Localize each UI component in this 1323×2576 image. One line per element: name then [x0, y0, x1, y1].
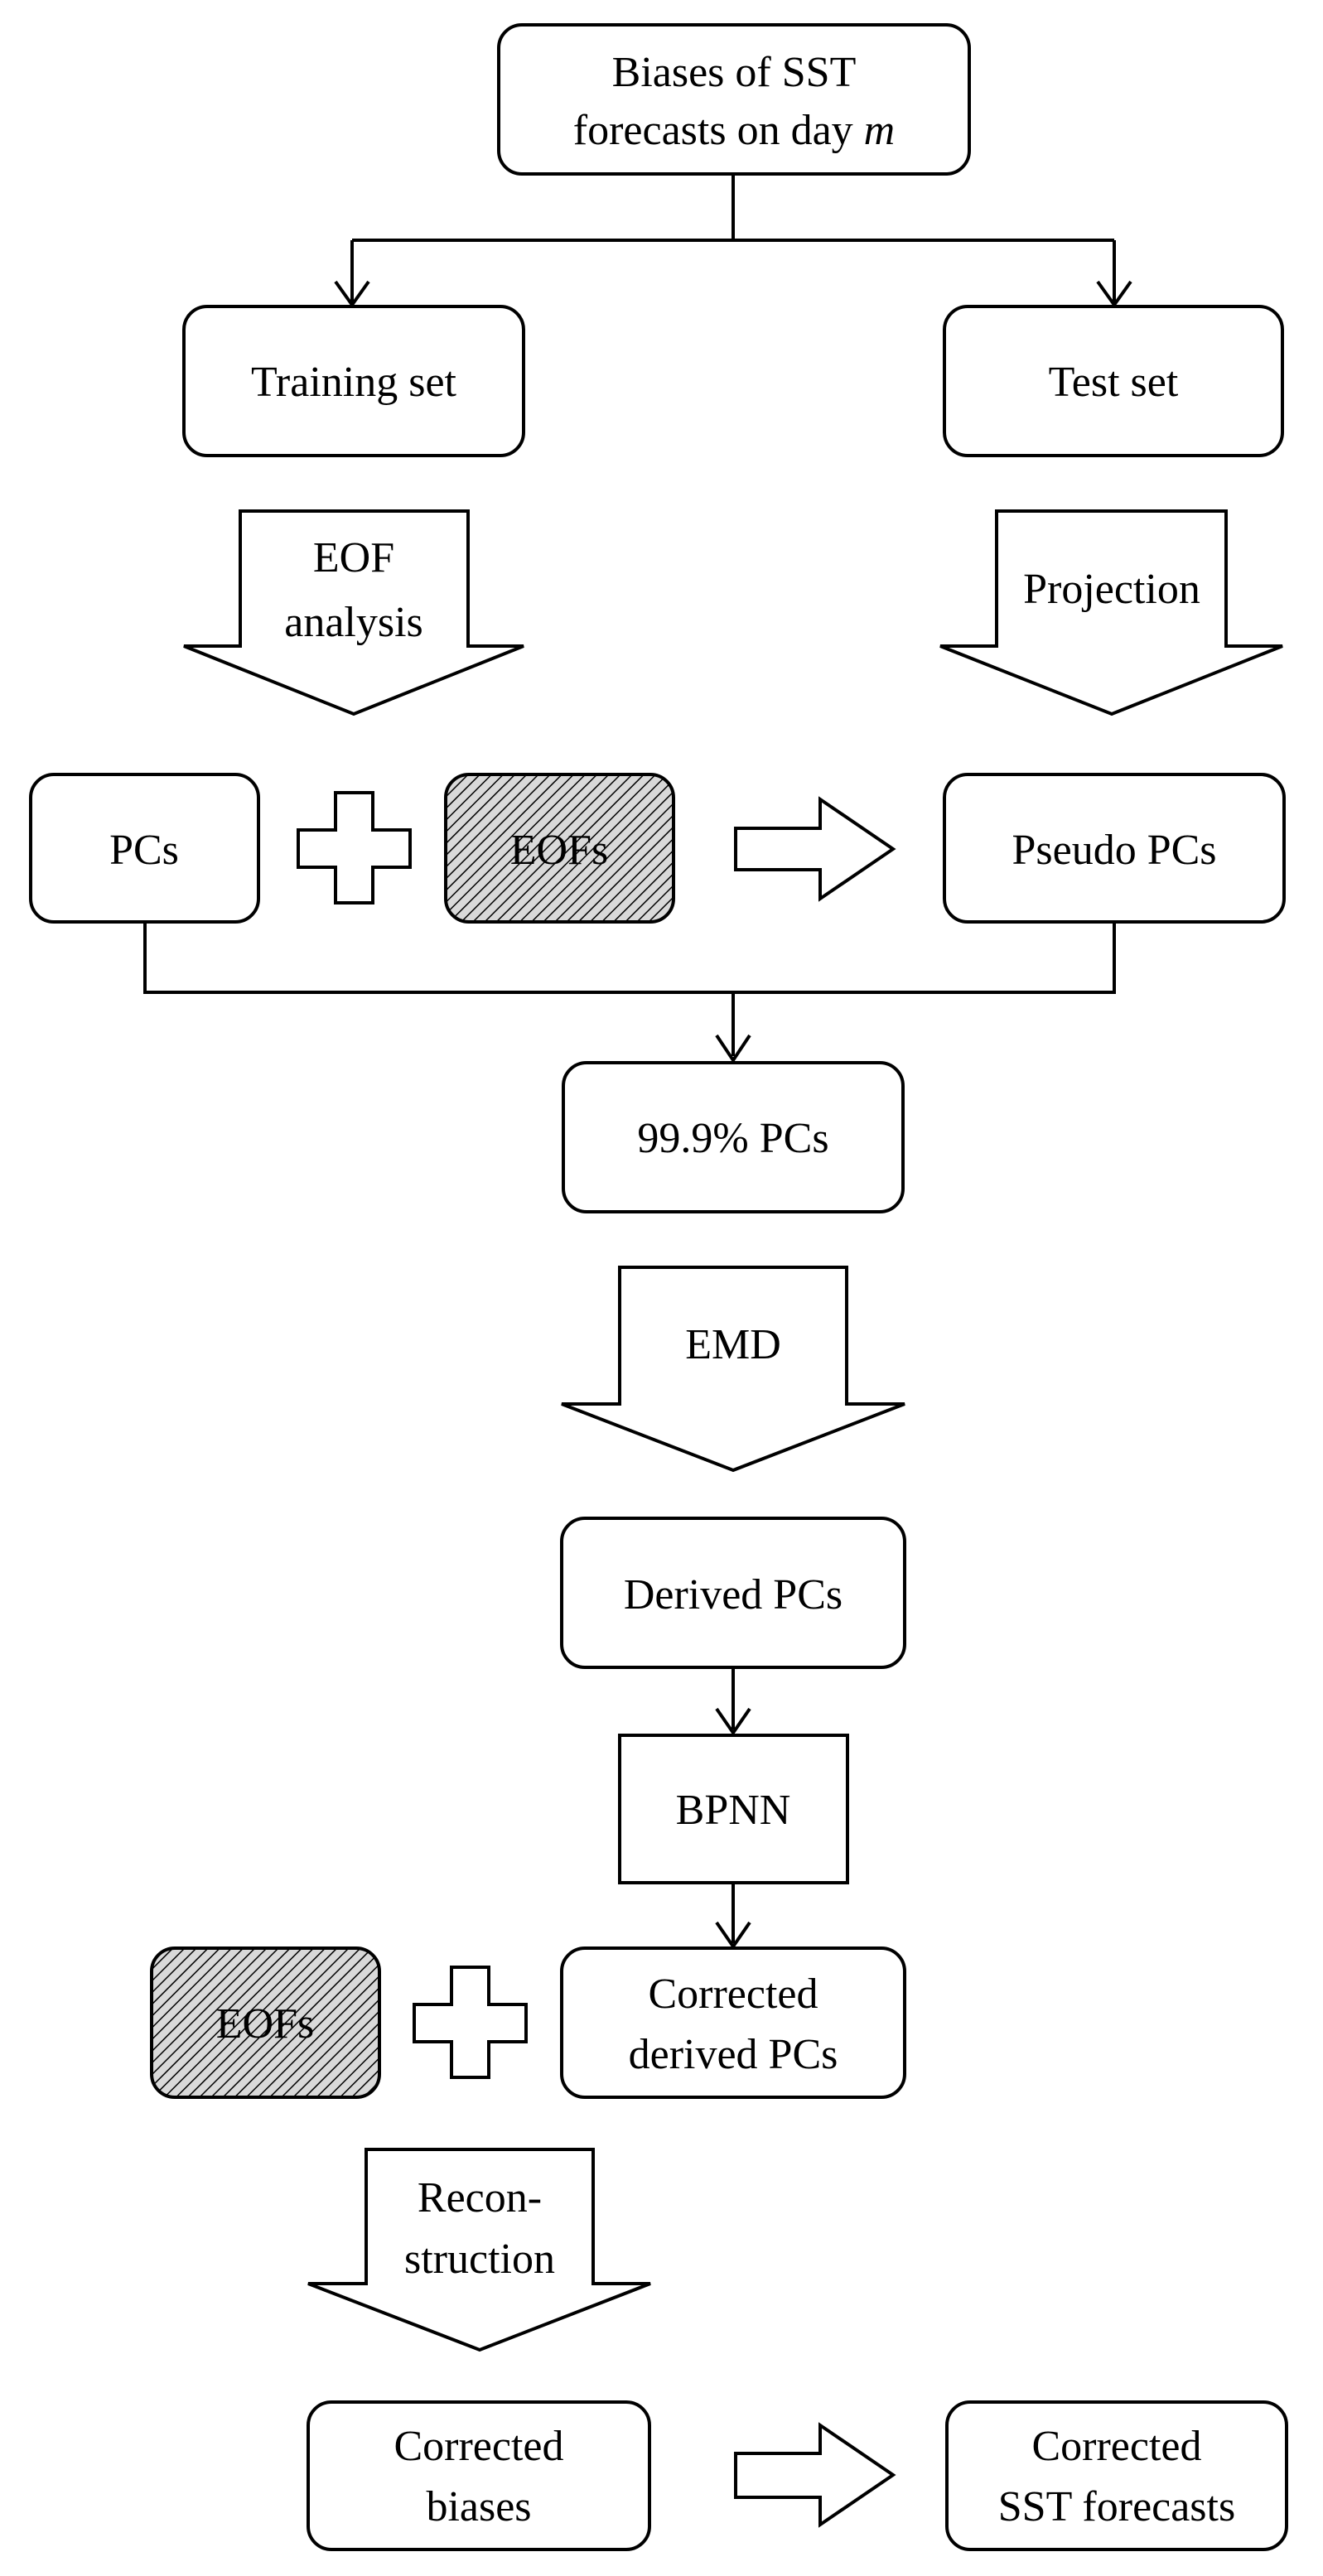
derived-pcs-label: Derived PCs — [624, 1571, 843, 1618]
node-pseudo-pcs: Pseudo PCs — [943, 773, 1286, 924]
node-pcs: PCs — [29, 773, 260, 924]
biases-line1: Biases of SST — [612, 49, 857, 96]
eofs-top-label: EOFs — [510, 827, 608, 874]
plus-icon — [297, 791, 412, 904]
operation-emd: EMD — [561, 1266, 905, 1473]
biases-line2: forecasts on day m — [573, 107, 895, 154]
node-derived-pcs: Derived PCs — [560, 1517, 906, 1669]
training-set-label: Training set — [251, 359, 457, 406]
node-pcs-999: 99.9% PCs — [562, 1061, 905, 1213]
node-bpnn: BPNN — [618, 1734, 849, 1884]
right-arrow-icon-bottom — [734, 2422, 896, 2528]
operation-reconstruction: Recon- struction — [307, 2148, 651, 2352]
corrected-biases-line2: biases — [426, 2483, 531, 2530]
pseudo-pcs-label: Pseudo PCs — [1012, 827, 1216, 874]
node-test-set: Test set — [943, 305, 1284, 457]
connector-merge — [143, 919, 1116, 1056]
corrected-derived-line1: Corrected — [648, 1971, 818, 2018]
node-corrected-biases: Corrected biases — [307, 2400, 651, 2551]
corrected-sst-line1: Corrected — [1031, 2423, 1201, 2470]
eofs-bottom-label: EOFs — [216, 2000, 314, 2048]
reconstruction-line2: struction — [404, 2236, 555, 2283]
corrected-derived-line2: derived PCs — [629, 2031, 838, 2078]
eof-analysis-line1: EOF — [313, 534, 394, 581]
bpnn-label: BPNN — [676, 1787, 791, 1834]
node-training-set: Training set — [182, 305, 525, 457]
emd-label: EMD — [685, 1321, 781, 1368]
connector-biases-split — [350, 174, 1116, 302]
operation-projection: Projection — [939, 509, 1283, 716]
eof-analysis-line2: analysis — [284, 599, 423, 646]
node-eofs-top: EOFs — [444, 773, 675, 924]
connectors — [143, 174, 1132, 1950]
node-eofs-bottom: EOFs — [150, 1946, 381, 2099]
arrowhead-999 — [715, 1034, 751, 1064]
node-biases: Biases of SST forecasts on day m — [497, 23, 971, 176]
operation-eof-analysis: EOF analysis — [183, 509, 524, 716]
pcs-999-label: 99.9% PCs — [637, 1115, 828, 1162]
node-corrected-sst: Corrected SST forecasts — [945, 2400, 1288, 2551]
right-arrow-icon — [734, 796, 896, 902]
test-set-label: Test set — [1049, 359, 1179, 406]
corrected-sst-line2: SST forecasts — [998, 2483, 1235, 2530]
pcs-label: PCs — [109, 827, 179, 874]
node-corrected-derived: Corrected derived PCs — [560, 1946, 906, 2099]
arrowhead-bpnn — [715, 1707, 751, 1736]
projection-label: Projection — [1023, 566, 1200, 613]
plus-icon-bottom — [413, 1966, 528, 2079]
corrected-biases-line1: Corrected — [394, 2423, 563, 2470]
reconstruction-line1: Recon- — [418, 2174, 542, 2221]
